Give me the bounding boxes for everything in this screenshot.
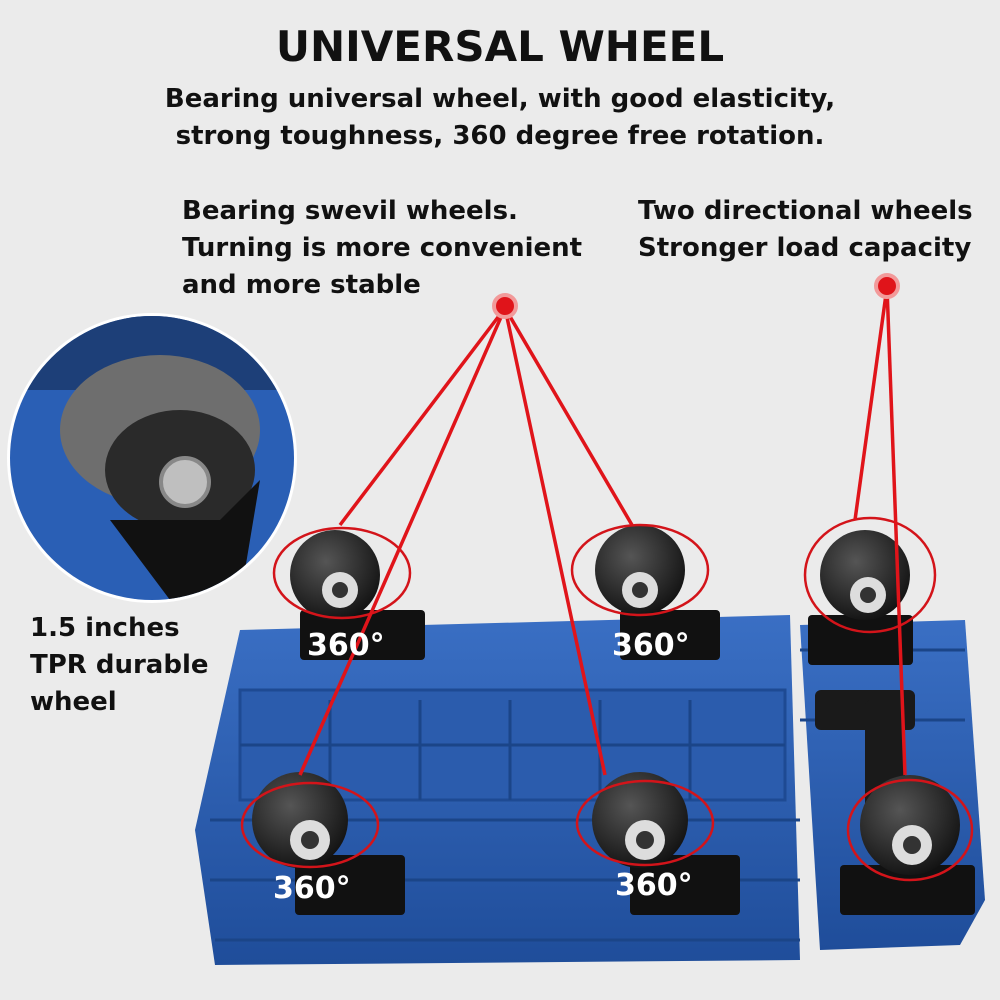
- rotation-label: 360°: [307, 628, 385, 663]
- pointer-lines: [298, 286, 907, 776]
- directional-callout-line-1: Two directional wheels: [638, 196, 973, 226]
- directional-wheel-top: [808, 530, 913, 665]
- swivel-callout-line-1: Bearing swevil wheels.: [182, 196, 518, 226]
- wheel-size-line-3: wheel: [30, 687, 117, 717]
- inset-wheel-closeup: [7, 313, 297, 603]
- subtitle-line-1: Bearing universal wheel, with good elast…: [164, 84, 836, 114]
- directional-callout-line-2: Stronger load capacity: [638, 233, 972, 263]
- swivel-callout-line-3: and more stable: [182, 270, 421, 300]
- directional-callout: Two directional wheels Stronger load cap…: [638, 193, 973, 267]
- directional-wheel-bottom: [840, 775, 975, 915]
- rotation-label: 360°: [273, 871, 351, 906]
- rotation-label: 360°: [615, 868, 693, 903]
- page-title: UNIVERSAL WHEEL: [275, 22, 725, 71]
- pointer-dot-directional: [874, 273, 900, 299]
- wheel-size-callout: 1.5 inches TPR durable wheel: [30, 610, 209, 721]
- swivel-callout-line-2: Turning is more convenient: [182, 233, 583, 263]
- subtitle-line-2: strong toughness, 360 degree free rotati…: [175, 121, 825, 151]
- swivel-wheel-top-right: [595, 525, 720, 660]
- rotation-indicators: [240, 516, 974, 882]
- swivel-wheel-bottom-right: [592, 772, 740, 915]
- swivel-callout: Bearing swevil wheels. Turning is more c…: [182, 193, 582, 304]
- rotation-label: 360°: [612, 628, 690, 663]
- wheel-size-line-1: 1.5 inches: [30, 613, 180, 643]
- wheel-size-line-2: TPR durable: [30, 650, 209, 680]
- swivel-wheel-bottom-left: [252, 772, 405, 915]
- pointer-dot-swivel: [492, 293, 518, 319]
